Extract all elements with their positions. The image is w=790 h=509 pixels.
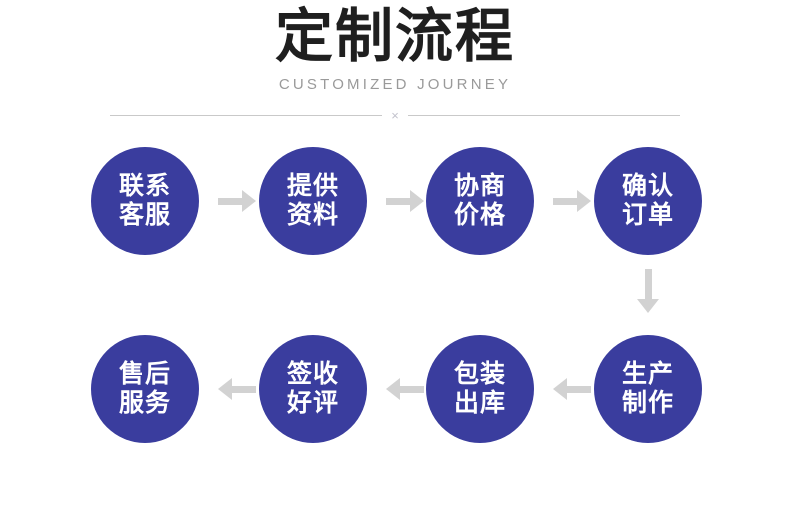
arrow-shaft (386, 197, 410, 205)
arrow-head (386, 378, 400, 400)
arrow-head (410, 190, 424, 212)
flow-node-8-line2: 服务 (118, 389, 171, 417)
flow-node-7[interactable]: 签收 好评 (259, 335, 367, 443)
header-divider: × (110, 108, 680, 122)
flow-node-5-line1: 生产 (621, 360, 674, 388)
arrow-left-6-to-7 (386, 378, 424, 400)
flow-node-5[interactable]: 生产 制作 (594, 335, 702, 443)
flow-node-1-line2: 客服 (118, 201, 171, 229)
page-subtitle: CUSTOMIZED JOURNEY (278, 76, 512, 93)
arrow-shaft (218, 197, 242, 205)
arrow-right-1-to-2 (218, 190, 256, 212)
flow-node-4[interactable]: 确认 订单 (594, 147, 702, 255)
flow-node-1[interactable]: 联系 客服 (91, 147, 199, 255)
flow-node-2-line2: 资料 (286, 201, 339, 229)
arrow-head (553, 378, 567, 400)
flow-node-6-line2: 出库 (453, 389, 506, 417)
arrow-shaft (232, 385, 256, 393)
flow-node-3-line1: 协商 (453, 172, 506, 200)
arrow-head (637, 299, 659, 313)
page-title: 定制流程 (274, 4, 515, 69)
flow-node-8[interactable]: 售后 服务 (91, 335, 199, 443)
flow-node-1-line1: 联系 (118, 172, 171, 200)
divider-rule-right (407, 114, 680, 116)
flow-node-6[interactable]: 包装 出库 (426, 335, 534, 443)
flow-node-6-line1: 包装 (453, 360, 506, 388)
flow-node-7-line1: 签收 (286, 360, 339, 388)
divider-x-icon: × (391, 107, 399, 123)
divider-rule-left (110, 114, 383, 116)
flow-node-3-line2: 价格 (453, 201, 506, 229)
flow-node-2-line1: 提供 (286, 172, 339, 200)
arrow-left-5-to-6 (553, 378, 591, 400)
page-header: 定制流程 CUSTOMIZED JOURNEY (0, 0, 790, 94)
arrow-right-3-to-4 (553, 190, 591, 212)
arrow-shaft (567, 385, 591, 393)
flow-node-3[interactable]: 协商 价格 (426, 147, 534, 255)
arrow-shaft (553, 197, 577, 205)
flow-node-8-line1: 售后 (118, 360, 171, 388)
flow-node-7-line2: 好评 (286, 389, 339, 417)
flow-node-2[interactable]: 提供 资料 (259, 147, 367, 255)
arrow-shaft (644, 269, 652, 299)
flow-node-4-line2: 订单 (621, 201, 674, 229)
flow-node-5-line2: 制作 (621, 389, 674, 417)
arrow-down-4-to-5 (637, 269, 659, 313)
arrow-head (577, 190, 591, 212)
arrow-right-2-to-3 (386, 190, 424, 212)
flow-node-4-line1: 确认 (621, 172, 674, 200)
arrow-left-7-to-8 (218, 378, 256, 400)
arrow-head (218, 378, 232, 400)
arrow-head (242, 190, 256, 212)
arrow-shaft (400, 385, 424, 393)
